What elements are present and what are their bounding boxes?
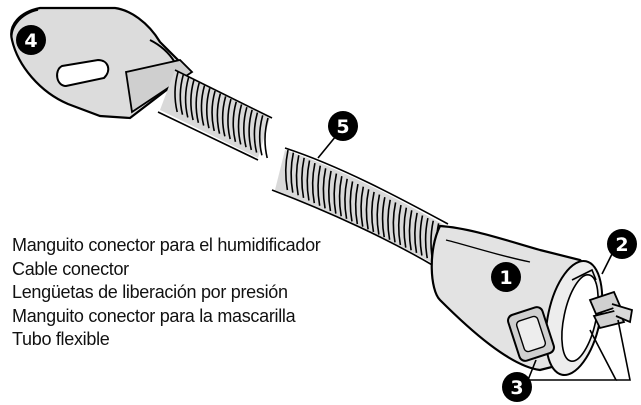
tube-rib — [243, 106, 248, 148]
tube-rib — [311, 162, 316, 204]
tube-rib — [174, 71, 179, 113]
tube-rib — [365, 189, 370, 230]
tube-rib — [408, 210, 413, 251]
tube-rib — [295, 155, 300, 196]
tube-rib — [200, 85, 206, 126]
tube-rib — [221, 96, 227, 137]
callout-badge-1: 1 — [491, 262, 521, 292]
tube-rib — [403, 207, 408, 248]
parts-legend: Manguito conector para el humidificador … — [12, 234, 321, 352]
tube-rib — [211, 90, 216, 132]
tube-rib — [205, 88, 211, 129]
tube-rib — [290, 152, 295, 193]
tube-rib — [381, 197, 386, 238]
tube-rib — [284, 149, 289, 191]
tube-rib — [190, 79, 195, 121]
callout-badge-4: 4 — [16, 25, 46, 55]
tube-rib — [414, 212, 418, 254]
callout-number-2: 2 — [615, 234, 628, 256]
tube-rib — [301, 157, 305, 199]
tube-rib — [349, 181, 354, 222]
tube-rib — [306, 160, 311, 201]
mask-connector-cuff — [430, 224, 634, 376]
tube-rib — [392, 202, 397, 243]
tube-rib — [327, 170, 332, 212]
legend-item-flexible-tube: Tubo flexible — [12, 329, 110, 349]
tube-rib — [184, 77, 190, 118]
humidifier-connector-cuff — [10, 6, 194, 120]
tube-rib — [376, 194, 381, 235]
tube-rib — [195, 82, 200, 124]
tube-rib — [322, 168, 327, 209]
callout-number-4: 4 — [24, 30, 37, 52]
callout-leaders — [317, 135, 631, 381]
tube-rib — [424, 217, 429, 259]
callout-badge-5: 5 — [328, 111, 358, 141]
tube-rib — [179, 74, 185, 115]
tube-rib — [227, 98, 232, 140]
tube-rib — [397, 204, 402, 246]
tube-rib — [216, 93, 222, 134]
tube-rib — [317, 165, 322, 206]
tube-rib — [258, 115, 264, 156]
tube-rib — [354, 183, 359, 225]
flexible-tube-upper — [157, 69, 273, 161]
tube-rib — [264, 117, 269, 159]
tube-rib — [371, 191, 375, 233]
callout-badge-3: 3 — [502, 372, 532, 402]
tube-rib — [253, 112, 259, 153]
legend-item-mask-cuff: Manguito conector para la mascarilla — [12, 305, 296, 326]
tube-rib — [344, 178, 348, 219]
tube-rib — [232, 101, 238, 142]
tube-rib — [237, 104, 243, 145]
tube-rib — [248, 109, 253, 151]
tube-rib — [360, 186, 365, 227]
legend-item-cable-connector: Cable conector — [12, 258, 129, 279]
tube-rib — [338, 176, 343, 217]
tube-rib — [419, 215, 424, 256]
legend-item-humidifier-cuff: Manguito conector para el humidificador — [12, 235, 321, 255]
callout-badge-2: 2 — [607, 229, 637, 259]
callout-number-3: 3 — [510, 377, 523, 399]
legend-item-release-tabs: Lengüetas de liberación por presión — [12, 282, 288, 302]
tube-rib — [387, 199, 391, 240]
callout-number-1: 1 — [499, 267, 512, 289]
tube-rib — [333, 173, 338, 214]
callout-number-5: 5 — [336, 116, 349, 138]
